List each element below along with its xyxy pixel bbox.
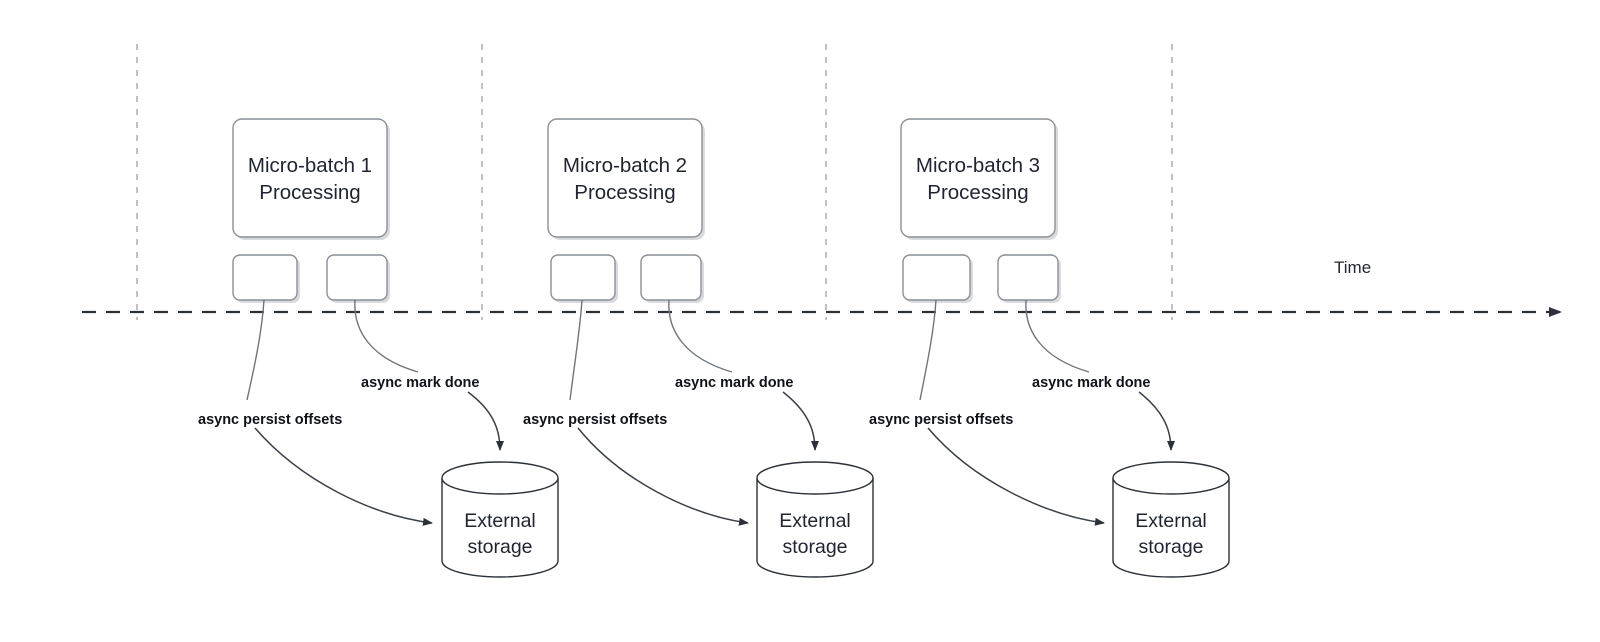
mini-box-persist-1[interactable] — [232, 254, 298, 301]
mini-box-persist-3[interactable] — [902, 254, 971, 301]
mark-curve-3-stub — [1025, 299, 1090, 373]
mark-curve-3 — [1138, 391, 1175, 451]
batch-box-2-line2: Processing — [574, 181, 675, 204]
storage-cylinder-3-line2: storage — [1138, 536, 1203, 558]
batch-box-3-line1: Micro-batch 3 — [916, 154, 1040, 177]
group-3: Micro-batch 3 Processing async persist o… — [869, 118, 1230, 578]
label-mark-done-1: async mark done — [361, 375, 479, 391]
mini-box-mark-3[interactable] — [997, 254, 1059, 301]
persist-curve-1-stub — [246, 299, 265, 401]
persist-curve-2 — [577, 427, 749, 526]
storage-cylinder-1-line2: storage — [467, 536, 532, 558]
storage-cylinder-3-body[interactable] — [1112, 478, 1230, 578]
batch-box-3-line2: Processing — [927, 181, 1028, 204]
mini-box-persist-2[interactable] — [550, 254, 616, 301]
mark-curve-1 — [467, 391, 504, 451]
group-1: Micro-batch 1 Processing async persist o… — [198, 118, 559, 578]
label-persist-offsets-1: async persist offsets — [198, 412, 342, 428]
persist-curve-3 — [927, 427, 1105, 526]
batch-box-3[interactable] — [900, 118, 1056, 238]
batch-box-1-line1: Micro-batch 1 — [248, 154, 372, 177]
mark-curve-1-stub — [354, 299, 419, 373]
persist-curve-1 — [254, 427, 433, 526]
time-axis-label: Time — [1334, 258, 1371, 277]
label-persist-offsets-2: async persist offsets — [523, 412, 667, 428]
batch-box-1-line2: Processing — [259, 181, 360, 204]
label-mark-done-3: async mark done — [1032, 375, 1150, 391]
storage-cylinder-3-line1: External — [1135, 510, 1207, 532]
storage-cylinder-1-body[interactable] — [441, 478, 559, 578]
persist-curve-2-stub — [569, 299, 583, 401]
mark-curve-2-stub — [668, 299, 733, 373]
label-mark-done-2: async mark done — [675, 375, 793, 391]
mark-curve-2 — [782, 391, 819, 451]
storage-cylinder-2-top — [756, 461, 874, 495]
storage-cylinder-2-line2: storage — [782, 536, 847, 558]
batch-box-2-line1: Micro-batch 2 — [563, 154, 687, 177]
persist-curve-3-stub — [919, 299, 937, 401]
batch-box-1[interactable] — [232, 118, 388, 238]
mini-box-mark-2[interactable] — [640, 254, 702, 301]
label-persist-offsets-3: async persist offsets — [869, 412, 1013, 428]
storage-cylinder-2-line1: External — [779, 510, 851, 532]
batch-box-2[interactable] — [547, 118, 703, 238]
mini-box-mark-1[interactable] — [326, 254, 388, 301]
storage-cylinder-2-body[interactable] — [756, 478, 874, 578]
storage-cylinder-1-top — [441, 461, 559, 495]
storage-cylinder-3-top — [1112, 461, 1230, 495]
group-2: Micro-batch 2 Processing async persist o… — [523, 118, 874, 578]
storage-cylinder-1-line1: External — [464, 510, 536, 532]
